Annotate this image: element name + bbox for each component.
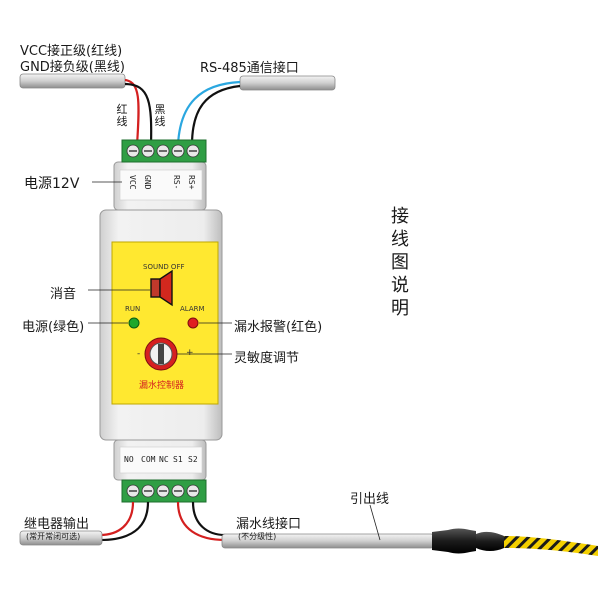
terminal-nc: NC [159,455,169,464]
leak-alarm-label: 漏水报警(红色) [234,320,323,335]
diagram-title: 接线图说明 [391,206,409,319]
terminal-rs-minus: RS- [172,175,181,190]
power12v-label: 电源12V [24,176,80,192]
alarm-label: ALARM [180,305,205,313]
relay-output-label: 继电器输出 [24,517,90,532]
terminal-s2: S2 [188,455,198,464]
terminal-gnd: GND [143,175,152,190]
relay-cable [19,501,150,546]
terminal-no: NO [124,455,134,464]
top-terminal-block [121,139,207,163]
plus-label: + [186,348,194,358]
terminal-com: COM [141,455,156,464]
mute-label: 消音 [50,287,77,302]
speaker-icon [150,269,173,307]
gnd-label: GND接负级(黑线) [20,60,125,75]
leak-note: (不分级性) [238,532,277,541]
lead-wire-label: 引出线 [350,492,390,507]
vcc-label: VCC接正级(红线) [20,44,123,59]
leak-cable [176,501,435,549]
rs485-label: RS-485通信接口 [200,61,299,76]
sensitivity-knob[interactable] [144,337,178,371]
sensitivity-label: 灵敏度调节 [234,351,300,366]
red-wire-label: 红线 [116,103,128,128]
leak-sensor-rope [432,528,598,556]
run-led [128,317,140,329]
terminal-rs-plus: RS+ [187,175,196,190]
run-label: RUN [125,305,141,313]
terminal-s1: S1 [173,455,183,464]
relay-note: (常开常闭可选) [26,532,81,541]
pointer-lines [88,181,381,541]
alarm-led [187,317,199,329]
black-wire-label: 黑线 [154,103,166,128]
power-cable [19,73,153,146]
minus-label: - [137,349,141,359]
bottom-terminal-block [121,479,207,503]
sound-off-label: SOUND OFF [143,263,185,271]
controller-name: 漏水控制器 [139,381,185,391]
rs485-cable [176,75,336,146]
leak-interface-label: 漏水线接口 [236,517,302,532]
terminal-vcc: VCC [128,175,137,190]
power-green-label: 电源(绿色) [22,320,85,335]
